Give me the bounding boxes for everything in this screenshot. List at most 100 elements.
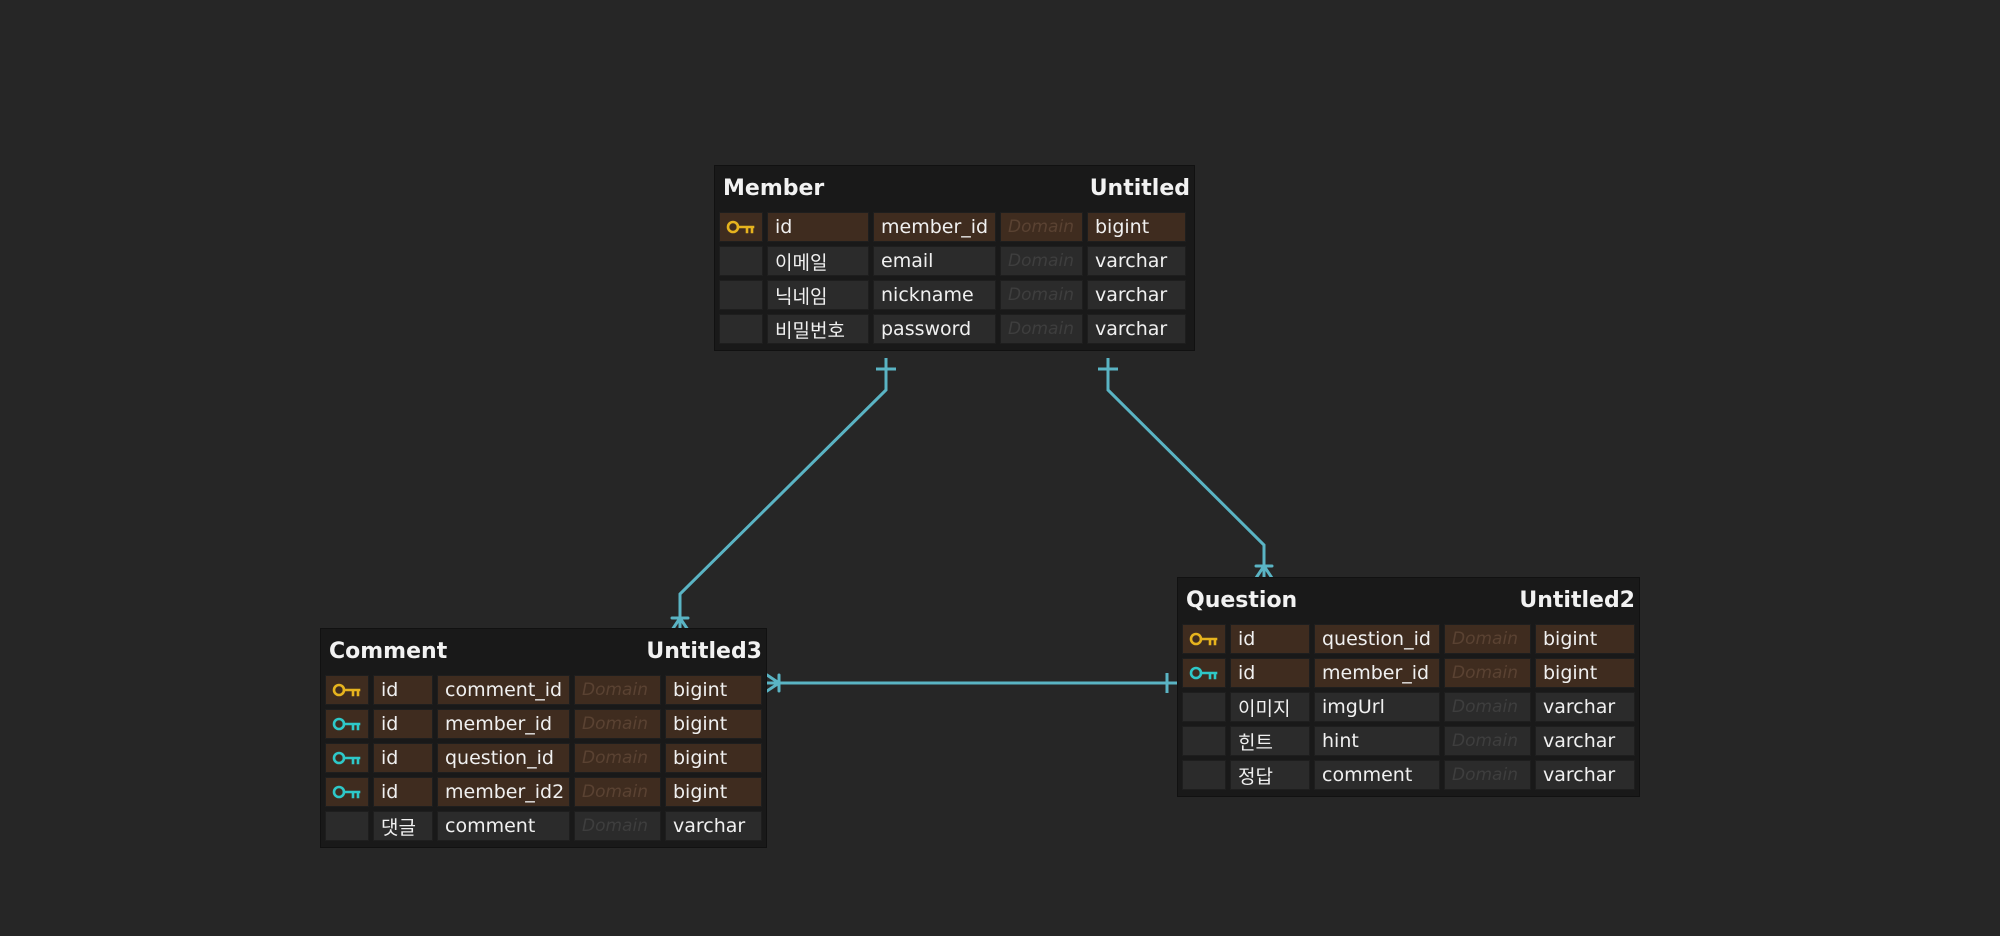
column-logical-name[interactable]: id: [373, 709, 433, 739]
column-physical-name[interactable]: member_id: [1314, 658, 1440, 688]
column-physical-name[interactable]: imgUrl: [1314, 692, 1440, 722]
column-domain[interactable]: Domain: [1444, 760, 1531, 790]
foreign-key-icon: [332, 751, 362, 765]
entity-header[interactable]: Comment Untitled3: [325, 629, 762, 673]
entity-header[interactable]: Question Untitled2: [1182, 578, 1635, 622]
entity-physical-name: Untitled3: [646, 638, 762, 664]
column-domain[interactable]: Domain: [574, 675, 661, 705]
column-logical-name[interactable]: 비밀번호: [767, 314, 869, 344]
column-physical-name[interactable]: comment_id: [437, 675, 570, 705]
column-domain[interactable]: Domain: [574, 777, 661, 807]
column-logical-name[interactable]: 이메일: [767, 246, 869, 276]
column-physical-name[interactable]: email: [873, 246, 996, 276]
column-physical-name[interactable]: question_id: [1314, 624, 1440, 654]
column-data-type[interactable]: bigint: [665, 709, 762, 739]
column-data-type[interactable]: varchar: [1087, 246, 1186, 276]
column-domain[interactable]: Domain: [1000, 246, 1083, 276]
column-physical-name[interactable]: hint: [1314, 726, 1440, 756]
entity-logical-name: Question: [1186, 587, 1298, 613]
column-data-type[interactable]: bigint: [1087, 212, 1186, 242]
column-physical-name[interactable]: member_id: [437, 709, 570, 739]
column-data-type[interactable]: varchar: [1535, 760, 1635, 790]
entity-logical-name: Member: [723, 175, 825, 201]
column-data-type[interactable]: bigint: [665, 675, 762, 705]
key-cell: [325, 777, 369, 807]
many-cardinality-mark: [1254, 564, 1266, 580]
column-logical-name[interactable]: id: [373, 675, 433, 705]
column-logical-name[interactable]: id: [767, 212, 869, 242]
column-logical-name[interactable]: 정답: [1230, 760, 1310, 790]
column-data-type[interactable]: varchar: [1087, 280, 1186, 310]
many-cardinality-mark: [765, 681, 781, 693]
key-cell: [719, 246, 763, 276]
key-cell: [325, 743, 369, 773]
column-domain[interactable]: Domain: [574, 743, 661, 773]
column-data-type[interactable]: varchar: [1535, 726, 1635, 756]
column-physical-name[interactable]: comment: [1314, 760, 1440, 790]
column-domain[interactable]: Domain: [1444, 692, 1531, 722]
entity-physical-name: Untitled: [1089, 175, 1190, 201]
column-logical-name[interactable]: 댓글: [373, 811, 433, 841]
column-domain[interactable]: Domain: [1444, 658, 1531, 688]
primary-key-icon: [726, 220, 756, 234]
key-cell: [1182, 658, 1226, 688]
column-domain[interactable]: Domain: [1444, 624, 1531, 654]
column-domain[interactable]: Domain: [574, 709, 661, 739]
column-physical-name[interactable]: question_id: [437, 743, 570, 773]
entity-physical-name: Untitled2: [1519, 587, 1635, 613]
column-domain[interactable]: Domain: [1000, 280, 1083, 310]
column-data-type[interactable]: bigint: [1535, 658, 1635, 688]
column-logical-name[interactable]: id: [373, 743, 433, 773]
column-physical-name[interactable]: member_id2: [437, 777, 570, 807]
column-data-type[interactable]: varchar: [1087, 314, 1186, 344]
column-physical-name[interactable]: password: [873, 314, 996, 344]
key-cell: [1182, 726, 1226, 756]
column-logical-name[interactable]: id: [1230, 624, 1310, 654]
column-logical-name[interactable]: 힌트: [1230, 726, 1310, 756]
column-domain[interactable]: Domain: [1444, 726, 1531, 756]
column-domain[interactable]: Domain: [574, 811, 661, 841]
key-cell: [719, 280, 763, 310]
entity-header[interactable]: Member Untitled: [719, 166, 1190, 210]
column-logical-name[interactable]: id: [1230, 658, 1310, 688]
column-logical-name[interactable]: 이미지: [1230, 692, 1310, 722]
column-domain[interactable]: Domain: [1000, 212, 1083, 242]
column-data-type[interactable]: bigint: [665, 777, 762, 807]
column-logical-name[interactable]: id: [373, 777, 433, 807]
column-data-type[interactable]: bigint: [1535, 624, 1635, 654]
column-domain[interactable]: Domain: [1000, 314, 1083, 344]
foreign-key-icon: [332, 785, 362, 799]
key-cell: [1182, 624, 1226, 654]
column-data-type[interactable]: varchar: [665, 811, 762, 841]
key-cell: [719, 212, 763, 242]
column-logical-name[interactable]: 닉네임: [767, 280, 869, 310]
column-physical-name[interactable]: nickname: [873, 280, 996, 310]
many-cardinality-mark: [1262, 564, 1274, 580]
column-physical-name[interactable]: comment: [437, 811, 570, 841]
column-data-type[interactable]: varchar: [1535, 692, 1635, 722]
primary-key-icon: [332, 683, 362, 697]
column-physical-name[interactable]: member_id: [873, 212, 996, 242]
column-data-type[interactable]: bigint: [665, 743, 762, 773]
